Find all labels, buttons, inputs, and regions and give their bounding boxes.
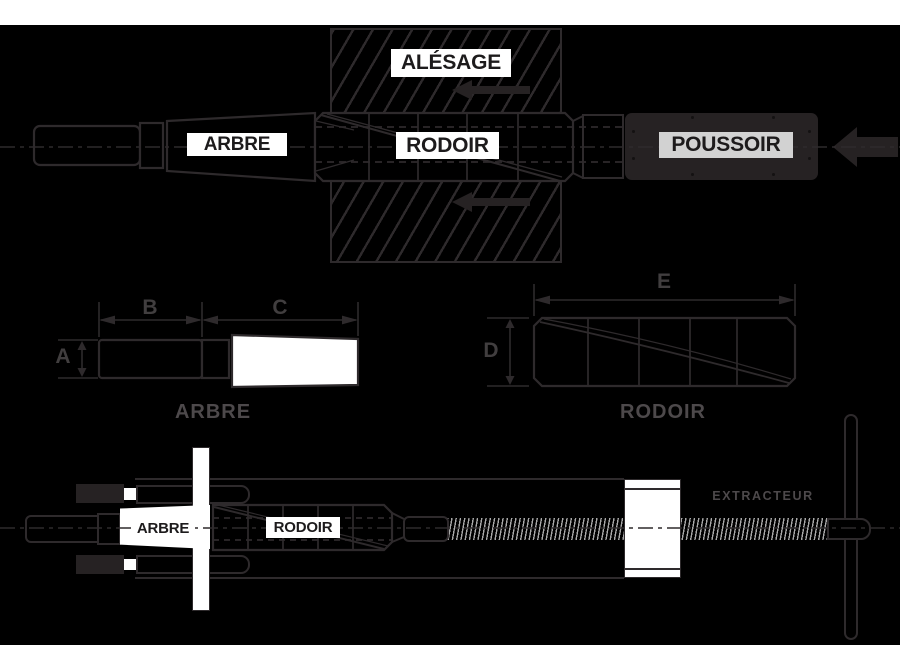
rivet-dot: [808, 130, 811, 133]
dim-letter-d: D: [483, 339, 499, 362]
threaded-rod-left: [447, 518, 624, 540]
arbre-label-chip: ARBRE: [187, 133, 287, 156]
bottom-arbre-label: ARBRE: [131, 519, 195, 538]
nut-chamfer-line: [625, 488, 680, 490]
lower-jaw: [76, 555, 124, 574]
bottom-shaft-cylinder: [25, 515, 99, 543]
dim-letter-b: B: [142, 296, 158, 319]
rivet-dot: [808, 157, 811, 160]
poussoir-label-chip: POUSSOIR: [659, 132, 793, 158]
rodoir-label-chip: RODOIR: [396, 132, 499, 159]
alesage-label-chip: ALÉSAGE: [391, 49, 511, 77]
extractor-nut: [624, 479, 681, 578]
rivet-dot: [772, 116, 775, 119]
rivet-dot: [772, 173, 775, 176]
rod-end: [827, 518, 871, 540]
dim-letter-e: E: [656, 270, 671, 293]
dim-letter-a: A: [55, 345, 71, 368]
bottom-rodoir-label-chip: RODOIR: [266, 517, 340, 538]
rivet-dot: [632, 157, 635, 160]
rivet-dot: [691, 116, 694, 119]
upper-jaw-pad: [124, 488, 136, 500]
dim-letter-c: C: [272, 296, 288, 319]
extracteur-label: EXTRACTEUR: [712, 489, 814, 503]
rodoir-dim-title: RODOIR: [620, 401, 706, 423]
lower-jaw-pad: [124, 559, 136, 570]
bottom-shaft-collar: [97, 513, 121, 545]
threaded-rod-right: [681, 518, 827, 540]
upper-jaw: [76, 484, 124, 503]
arbre-dim-title: ARBRE: [174, 401, 252, 423]
rivet-dot: [691, 173, 694, 176]
rivet-dot: [632, 130, 635, 133]
nut-chamfer-line: [625, 568, 680, 570]
